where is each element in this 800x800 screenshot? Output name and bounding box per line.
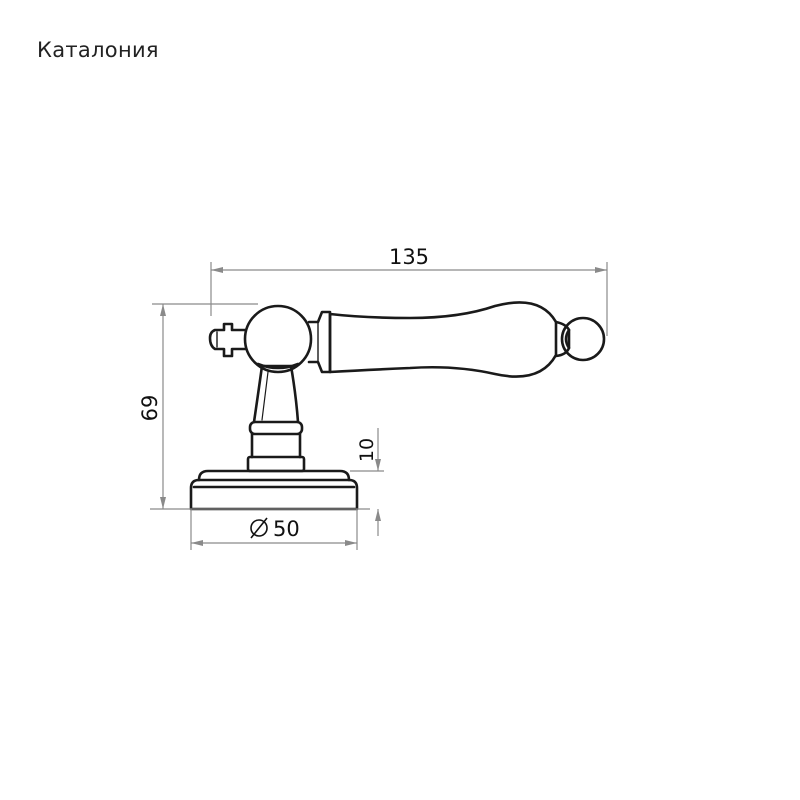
- ceramic-lever: [328, 301, 558, 378]
- thickness-label: 10: [356, 438, 378, 462]
- diameter-label-group: 50: [250, 517, 300, 541]
- handle-outline: [189, 301, 606, 511]
- handle-stem: [252, 364, 300, 424]
- left-spindle: [208, 322, 247, 358]
- length-arrow-left: [211, 267, 223, 273]
- neck-collar-upper: [248, 420, 304, 436]
- neck-collar-middle: [250, 432, 302, 459]
- ball-hub: [243, 304, 313, 374]
- diameter-arrow-left: [191, 540, 203, 546]
- diameter-label: 50: [273, 517, 300, 541]
- height-arrow-bottom: [160, 497, 166, 509]
- diameter-symbol-icon: [250, 519, 268, 537]
- dimension-arrowheads: [160, 267, 607, 546]
- rose-base: [189, 478, 359, 511]
- lever-end-cap: [554, 320, 571, 358]
- stem-highlight: [261, 371, 269, 421]
- dimension-lines: [150, 262, 608, 550]
- thickness-arrow-top: [375, 459, 381, 471]
- thickness-arrow-bottom: [375, 509, 381, 521]
- lever-end-knob: [560, 316, 606, 362]
- rose-top-ring: [197, 469, 351, 482]
- length-label: 135: [389, 245, 429, 269]
- diameter-symbol-slash: [250, 517, 268, 539]
- length-arrow-right: [595, 267, 607, 273]
- height-arrow-top: [160, 304, 166, 316]
- diameter-arrow-right: [345, 540, 357, 546]
- lever-end-knob-joint: [564, 328, 571, 350]
- neck-collar-lower: [246, 455, 306, 473]
- height-label: 69: [138, 395, 162, 422]
- ball-hub-neck: [256, 362, 300, 370]
- product-title: Каталония: [37, 38, 159, 62]
